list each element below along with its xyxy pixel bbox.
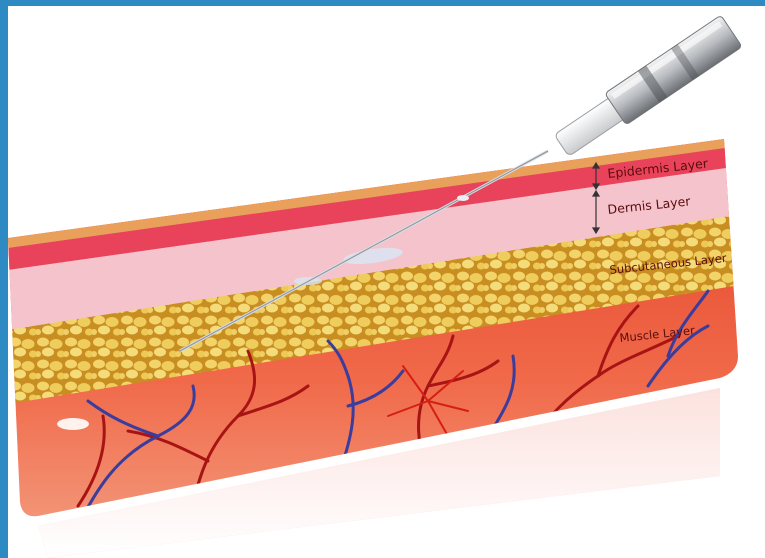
skin-layers-diagram: Epidermis Layer Dermis Layer Subcutaneou… bbox=[8, 6, 765, 558]
filler-bead bbox=[457, 195, 469, 201]
filler-deposit bbox=[57, 418, 89, 430]
illustration-frame: Epidermis Layer Dermis Layer Subcutaneou… bbox=[8, 6, 765, 558]
syringe-barrel bbox=[605, 15, 742, 125]
syringe bbox=[551, 15, 742, 161]
